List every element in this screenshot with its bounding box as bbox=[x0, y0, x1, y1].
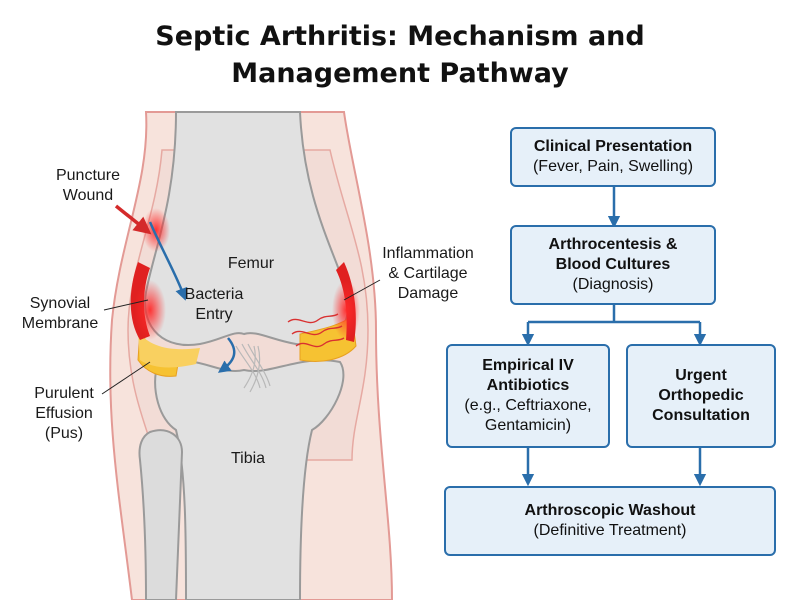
box-arthrocentesis: Arthrocentesis & Blood Cultures (Diagnos… bbox=[510, 225, 716, 305]
leader-synovial bbox=[103, 299, 149, 311]
antibiotics-title-1: Empirical IV bbox=[482, 357, 574, 374]
antibiotics-subtitle-1: (e.g., Ceftriaxone, bbox=[464, 397, 592, 414]
inflammation-glow-left bbox=[134, 280, 166, 340]
box-empirical-antibiotics: Empirical IV Antibiotics (e.g., Ceftriax… bbox=[446, 344, 610, 448]
title-line-2: Management Pathway bbox=[231, 58, 569, 89]
leader-pus bbox=[101, 361, 151, 395]
washout-title: Arthroscopic Washout bbox=[524, 502, 696, 519]
orthopedic-title-2: Orthopedic bbox=[658, 387, 744, 404]
ligament-fibers bbox=[235, 343, 271, 393]
label-inflammation-line-2: & Cartilage bbox=[388, 265, 468, 282]
label-pus-line-1: Purulent bbox=[34, 385, 94, 402]
label-inflammation: Inflammation & Cartilage Damage bbox=[370, 244, 486, 304]
arthrocentesis-title-1: Arthrocentesis & bbox=[548, 236, 678, 253]
fibula-bone bbox=[138, 429, 184, 600]
label-pus-line-3: (Pus) bbox=[44, 425, 84, 442]
bacteria-entry-arrow bbox=[217, 337, 236, 373]
diagram-title: Septic Arthritis: Mechanism and Manageme… bbox=[0, 18, 800, 92]
orthopedic-title-1: Urgent bbox=[675, 367, 727, 384]
label-puncture-line-2: Wound bbox=[62, 187, 114, 204]
label-bacteria-entry: Bacteria Entry bbox=[166, 285, 262, 325]
label-tibia: Tibia bbox=[230, 450, 266, 467]
puncture-arrow bbox=[114, 204, 152, 235]
label-purulent-effusion: Purulent Effusion (Pus) bbox=[22, 384, 106, 444]
label-femur: Femur bbox=[227, 255, 275, 272]
antibiotics-title-2: Antibiotics bbox=[486, 377, 570, 394]
box-arthroscopic-washout: Arthroscopic Washout (Definitive Treatme… bbox=[444, 486, 776, 556]
clinical-presentation-title: Clinical Presentation bbox=[533, 138, 693, 155]
femur-bone bbox=[144, 111, 350, 346]
puncture-glow bbox=[142, 208, 170, 252]
pus-left-band bbox=[138, 332, 200, 368]
label-inflammation-line-3: Damage bbox=[397, 285, 459, 302]
title-line-1: Septic Arthritis: Mechanism and bbox=[155, 21, 645, 52]
label-bacteria-line-1: Bacteria bbox=[184, 286, 244, 303]
label-pus-line-2: Effusion bbox=[35, 405, 93, 422]
antibiotics-subtitle-2: Gentamicin) bbox=[484, 417, 572, 434]
label-inflammation-line-1: Inflammation bbox=[382, 245, 474, 262]
bacteria-path-arrow bbox=[148, 221, 188, 301]
label-synovial-line-1: Synovial bbox=[29, 295, 91, 312]
label-bacteria-line-2: Entry bbox=[195, 306, 233, 323]
box-orthopedic-consultation: Urgent Orthopedic Consultation bbox=[626, 344, 776, 448]
box-clinical-presentation: Clinical Presentation (Fever, Pain, Swel… bbox=[510, 127, 716, 187]
inflammation-waves bbox=[287, 313, 345, 348]
inflammation-glow-right bbox=[332, 280, 360, 340]
orthopedic-title-3: Consultation bbox=[652, 407, 750, 424]
label-puncture-line-1: Puncture bbox=[55, 167, 121, 184]
label-synovial-line-2: Membrane bbox=[21, 315, 99, 332]
clinical-presentation-subtitle: (Fever, Pain, Swelling) bbox=[532, 158, 694, 175]
arthrocentesis-title-2: Blood Cultures bbox=[555, 256, 671, 273]
label-synovial-membrane: Synovial Membrane bbox=[14, 294, 106, 334]
leader-inflammation bbox=[343, 279, 381, 301]
arthrocentesis-subtitle: (Diagnosis) bbox=[572, 276, 654, 293]
washout-subtitle: (Definitive Treatment) bbox=[533, 522, 687, 539]
label-puncture-wound: Puncture Wound bbox=[40, 166, 136, 206]
